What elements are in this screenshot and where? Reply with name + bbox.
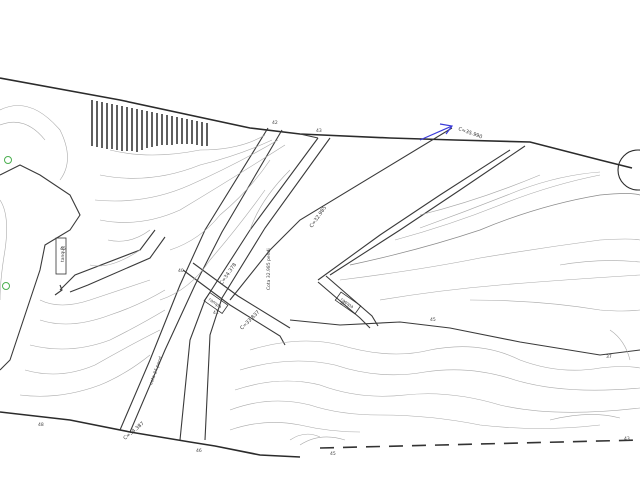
contour-number: 42	[272, 120, 278, 126]
contour-number: 40	[178, 268, 184, 274]
feature-box-label: tanque	[60, 246, 66, 262]
hatched-building	[91, 100, 208, 152]
contour-number: 40	[340, 301, 346, 307]
survey-marker-icon	[4, 156, 12, 164]
feature-box	[55, 237, 67, 275]
contour-number: 45	[430, 317, 436, 323]
contour-number: 48	[38, 422, 44, 428]
contour-lines	[0, 105, 640, 446]
contour-number: 45	[330, 451, 336, 457]
road-label: Cota 32.985 pendi	[266, 248, 272, 290]
contour-number: 37	[606, 354, 612, 360]
property-boundary-dashed	[319, 439, 640, 449]
contour-number: 41	[213, 310, 219, 316]
road-lines	[54, 127, 640, 441]
property-boundary-south	[0, 411, 301, 458]
feature-box	[203, 292, 229, 314]
contour-number: 43	[316, 128, 322, 134]
contour-number: 45	[60, 246, 66, 252]
survey-marker-icon	[2, 282, 10, 290]
north-arrow-icon	[419, 123, 454, 141]
elevation-labels: C=35.990 C=32.985 C=34.378 C=33.837 C=34…	[122, 126, 483, 441]
contour-number: 46	[196, 448, 202, 454]
feature-box	[334, 291, 362, 315]
contour-number: 43	[624, 436, 630, 442]
survey-circle	[617, 149, 640, 191]
pond-outline	[0, 164, 81, 371]
road-label: cota 34 pend	[148, 356, 164, 386]
property-boundary-north	[0, 77, 633, 169]
survey-markers	[2, 156, 12, 290]
elevation-label: C=35.990	[457, 126, 483, 140]
contour-numbers: 42 43 45 37 48 46 45 43 41 40 45 40	[38, 120, 630, 457]
feature-boxes: tanque rampa rampa	[55, 237, 362, 315]
